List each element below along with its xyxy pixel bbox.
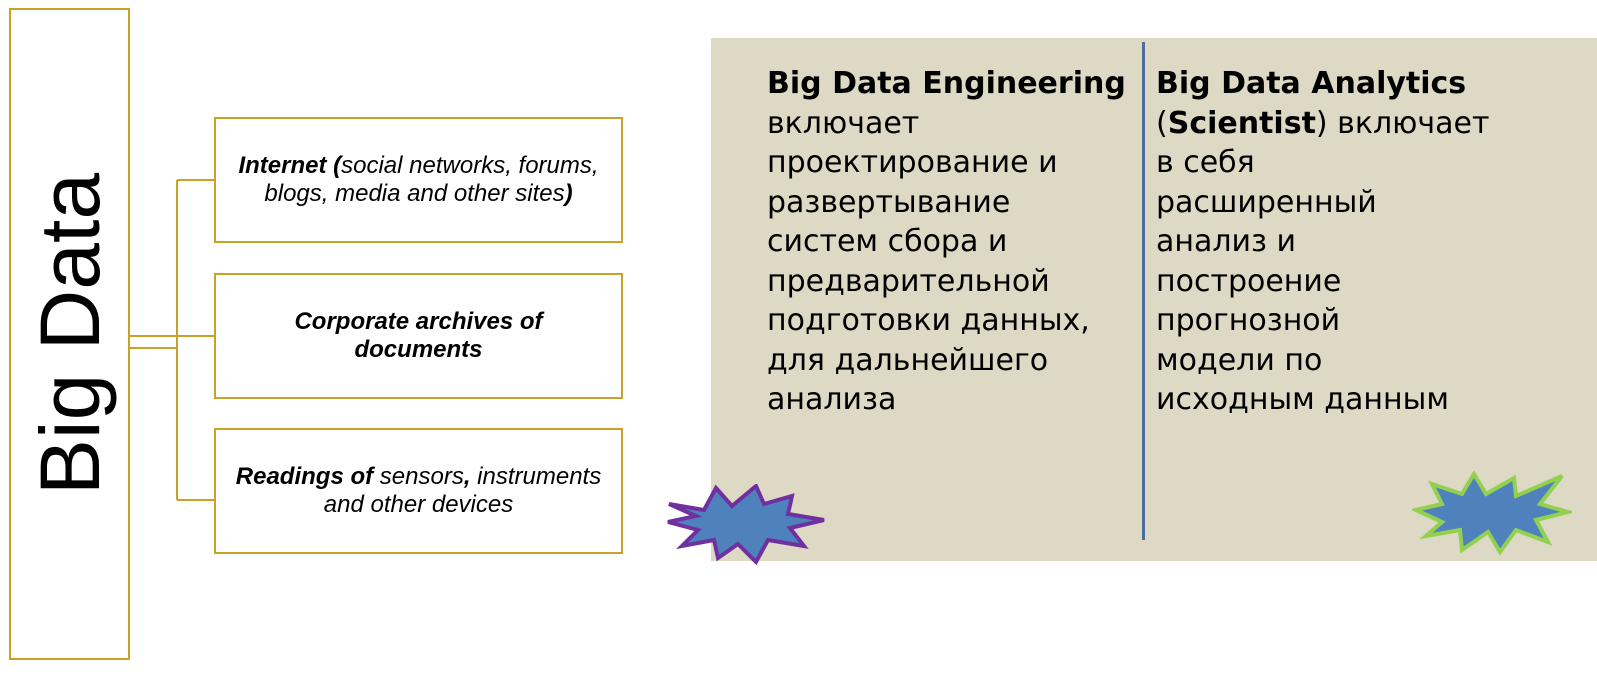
source-text-internet-part: social networks, forums, blogs, media an… xyxy=(264,151,599,207)
source-text-corporate-archives: Corporate archives of documents xyxy=(230,308,607,364)
analytics-line: анализ и xyxy=(1156,224,1297,259)
engineering-line: включает xyxy=(767,105,920,141)
source-text-corporate-part: Corporate archives of documents xyxy=(294,307,543,363)
roles-divider xyxy=(1142,42,1145,540)
analytics-column: Big Data Analytics (Scientist) включает … xyxy=(1156,64,1546,420)
analytics-scientist: Scientist xyxy=(1167,105,1316,141)
source-text-internet-part: ) xyxy=(564,180,573,207)
analytics-subheading: (Scientist) включает xyxy=(1156,104,1546,144)
source-text-sensor-part: , xyxy=(463,462,471,490)
analytics-heading: Big Data Analytics xyxy=(1156,66,1467,101)
engineering-line: проектирование и xyxy=(767,145,1058,180)
big-data-vertical-box: Big Data xyxy=(9,8,130,660)
burst-left-icon xyxy=(667,484,825,566)
engineering-line: для дальнейшего xyxy=(767,342,1049,378)
analytics-line: прогнозной xyxy=(1156,303,1341,338)
engineering-line: развертывание xyxy=(767,184,1011,220)
engineering-heading: Big Data Engineering xyxy=(767,66,1126,101)
engineering-line: подготовки данных, xyxy=(767,303,1090,338)
source-text-internet: Internet (social networks, forums, blogs… xyxy=(230,152,607,208)
source-text-sensor-part: sensors xyxy=(373,462,464,490)
engineering-column: Big Data Engineering включает проектиров… xyxy=(767,64,1139,420)
analytics-paren-rest: ) включает xyxy=(1315,105,1490,141)
engineering-line: систем сбора и xyxy=(767,224,1008,259)
source-text-sensor-part: Readings of xyxy=(235,462,374,490)
roles-panel xyxy=(711,38,1597,561)
analytics-line: в себя xyxy=(1156,145,1255,180)
analytics-line: модели по xyxy=(1156,342,1323,378)
source-box-internet: Internet (social networks, forums, blogs… xyxy=(214,117,623,243)
engineering-line: анализа xyxy=(767,382,897,417)
source-box-corporate-archives: Corporate archives of documents xyxy=(214,273,623,399)
source-text-sensor-part: instruments and other devices xyxy=(323,462,602,518)
burst-right-icon xyxy=(1412,470,1572,556)
analytics-line: расширенный xyxy=(1156,184,1377,220)
analytics-line: исходным данным xyxy=(1156,382,1449,417)
source-box-sensor-readings: Readings of sensors, instruments and oth… xyxy=(214,428,623,554)
source-text-internet-part: Internet ( xyxy=(238,151,342,179)
analytics-line: построение xyxy=(1156,263,1342,299)
analytics-paren-open: ( xyxy=(1156,105,1168,141)
engineering-line: предварительной xyxy=(767,263,1050,299)
source-text-sensor-readings: Readings of sensors, instruments and oth… xyxy=(230,463,607,519)
